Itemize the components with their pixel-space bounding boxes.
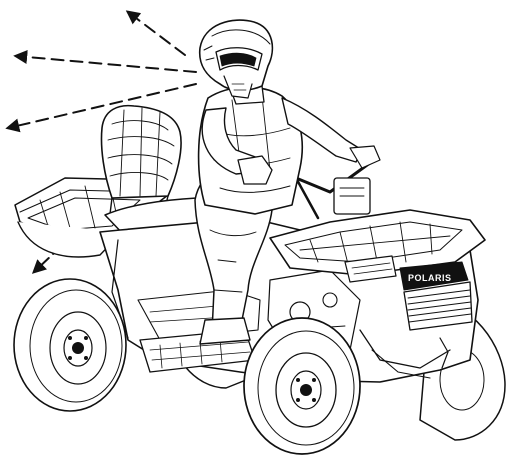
brand-badge: POLARIS xyxy=(408,273,452,283)
arrow-left xyxy=(16,56,196,72)
rear-left-wheel xyxy=(14,279,126,411)
passenger-backrest xyxy=(101,106,181,214)
arrow-up-left xyxy=(128,12,185,55)
front-left-wheel xyxy=(244,318,360,454)
